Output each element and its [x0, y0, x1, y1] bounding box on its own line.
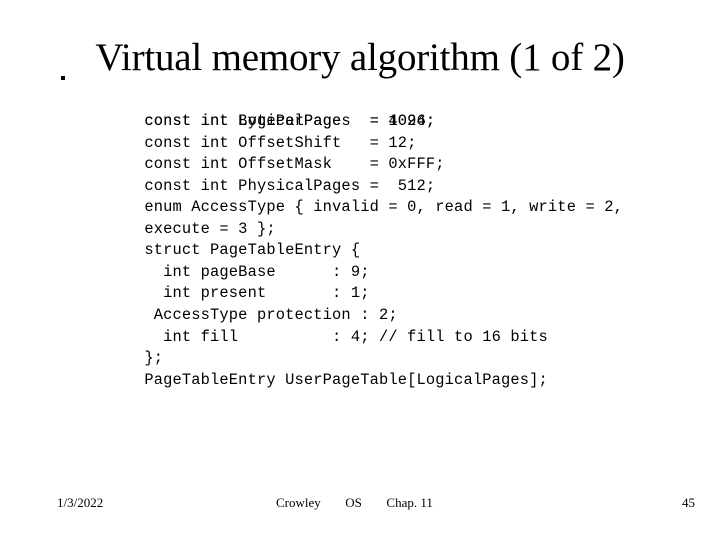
footer-chapter: Chap. 11 — [386, 495, 433, 510]
code-line-text: PageTableEntry UserPageTable[LogicalPage… — [144, 370, 548, 389]
code-line-text: execute = 3 }; — [144, 219, 276, 238]
footer-center-group: Crowley OS Chap. 11 — [276, 494, 433, 512]
code-line-text: const int LogicalPages = 1024; — [144, 112, 436, 131]
code-line-text: const int OffsetMask = 0xFFF; — [144, 155, 445, 174]
code-line-text: int pageBase : 9; — [144, 262, 370, 281]
code-line-text: enum AccessType { invalid = 0, read = 1,… — [144, 198, 624, 217]
code-line-text: const int OffsetShift = 12; — [144, 133, 417, 152]
code-line: PageTableEntry UserPageTable[LogicalPage… — [55, 348, 695, 389]
code-line: AccessType protection : 2; — [55, 283, 695, 324]
code-line: }; — [55, 327, 695, 367]
code-line-text: const int PhysicalPages = 512; — [144, 176, 436, 195]
code-line: const int BytePerPage = 4096; — [55, 90, 695, 130]
code-line-text: int present : 1; — [144, 284, 370, 303]
code-line: int present : 1; — [55, 262, 695, 302]
code-line: const int PhysicalPages = 512; — [55, 154, 695, 195]
code-line-text: const int BytePerPage = 4096; — [144, 112, 436, 131]
code-line: int pageBase : 9; — [55, 240, 695, 281]
slide-footer: 1/3/2022 Crowley OS Chap. 11 45 — [0, 494, 720, 518]
code-line-text: }; — [144, 349, 164, 368]
code-line: struct PageTableEntry { — [55, 219, 695, 259]
code-listing: const int LogicalPages = 1024; const int… — [55, 68, 695, 389]
footer-date: 1/3/2022 — [57, 495, 104, 510]
code-line: int fill : 4; // fill to 16 bits — [55, 305, 695, 346]
code-line-text: struct PageTableEntry { — [144, 241, 361, 260]
code-line-text: int fill : 4; // fill to 16 bits — [144, 327, 548, 346]
code-line: const int LogicalPages = 1024; — [55, 68, 695, 130]
footer-page-number: 45 — [682, 495, 695, 510]
code-line: const int OffsetShift = 12; — [55, 111, 695, 152]
footer-course: OS — [345, 495, 362, 510]
page-title: Virtual memory algorithm (1 of 2) — [95, 36, 625, 80]
code-line: enum AccessType { invalid = 0, read = 1,… — [55, 176, 695, 216]
footer-author: Crowley — [276, 495, 321, 510]
code-line: execute = 3 }; — [55, 197, 695, 238]
square-bullet-icon — [61, 76, 65, 80]
code-line-text: AccessType protection : 2; — [144, 306, 398, 325]
code-line: const int OffsetMask = 0xFFF; — [55, 133, 695, 173]
